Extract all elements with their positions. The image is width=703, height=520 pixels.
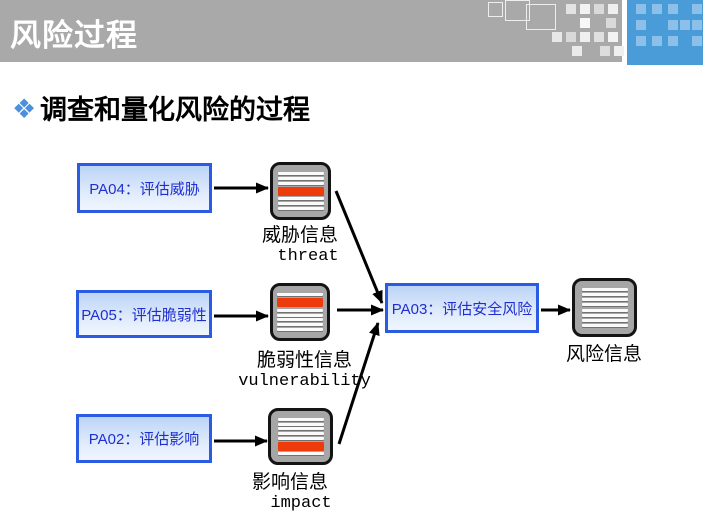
document-icon-risk — [572, 278, 637, 337]
doc-text-line — [277, 176, 324, 180]
doc-text-line — [581, 318, 628, 322]
document-label-risk: 风险信息 — [560, 343, 648, 365]
doc-text-line — [277, 181, 324, 185]
deco-square — [580, 4, 590, 14]
doc-text-line — [277, 452, 324, 456]
process-box-pa04: PA04：评估威胁 — [77, 163, 212, 213]
doc-text-line — [277, 197, 324, 201]
doc-text-line — [277, 318, 323, 322]
deco-square — [608, 4, 618, 14]
document-icon-impact — [268, 408, 333, 465]
deco-square-blue — [692, 20, 702, 30]
doc-text-line — [277, 427, 324, 431]
deco-square — [572, 46, 582, 56]
doc-text-line — [581, 293, 628, 297]
doc-highlight-line — [277, 186, 324, 196]
deco-outline-square — [526, 4, 556, 30]
deco-square — [600, 46, 610, 56]
process-box-pa02: PA02：评估影响 — [76, 414, 212, 463]
document-label-impact: 影响信息 impact — [215, 471, 365, 515]
deco-square-blue — [636, 4, 646, 14]
doc-text-line — [277, 308, 323, 312]
doc-text-line — [581, 323, 628, 327]
document-label-threat: 威胁信息 threat — [225, 224, 375, 268]
section-heading-text: 调查和量化风险的过程 — [40, 95, 310, 125]
doc-text-line — [581, 313, 628, 317]
deco-square-blue — [692, 4, 702, 14]
doc-text-line — [277, 171, 324, 175]
deco-outline-square — [505, 0, 530, 21]
banner-accent-block — [627, 0, 703, 65]
doc-text-line — [581, 298, 628, 302]
document-icon-vulnerability — [270, 283, 330, 341]
deco-square — [608, 32, 618, 42]
label-en: vulnerability — [238, 372, 371, 391]
deco-square — [580, 32, 590, 42]
doc-text-line — [581, 303, 628, 307]
doc-text-line — [277, 432, 324, 435]
doc-highlight-line — [277, 297, 323, 307]
deco-square-blue — [652, 4, 662, 14]
doc-text-line — [277, 422, 324, 426]
doc-text-line — [277, 417, 324, 421]
label-cn: 脆弱性信息 — [256, 349, 352, 371]
doc-text-line — [581, 308, 628, 312]
deco-square-blue — [668, 20, 678, 30]
process-box-pa03: PA03：评估安全风险 — [385, 283, 539, 333]
deco-square — [566, 4, 576, 14]
doc-text-line — [277, 202, 324, 206]
label-cn: 威胁信息 — [261, 224, 338, 246]
label-cn: 影响信息 — [251, 471, 328, 493]
doc-text-line — [277, 313, 323, 317]
deco-square — [552, 32, 562, 42]
deco-square-blue — [652, 36, 662, 46]
deco-square-blue — [668, 36, 678, 46]
deco-square — [614, 46, 624, 56]
deco-square-blue — [680, 20, 690, 30]
doc-text-line — [277, 328, 323, 332]
deco-square — [594, 4, 604, 14]
document-icon-threat — [270, 162, 331, 220]
document-label-vulnerability: 脆弱性信息 vulnerability — [222, 349, 387, 393]
deco-outline-square — [488, 2, 503, 17]
doc-text-line — [277, 207, 324, 211]
doc-highlight-line — [277, 441, 324, 451]
deco-square-blue — [636, 36, 646, 46]
doc-text-line — [277, 436, 324, 440]
deco-square-blue — [692, 36, 702, 46]
deco-square — [606, 18, 616, 28]
deco-square — [594, 32, 604, 42]
label-en: threat — [277, 247, 339, 266]
doc-text-line — [581, 288, 628, 292]
doc-text-line — [277, 323, 323, 327]
deco-square-blue — [636, 20, 646, 30]
title-banner: 风险过程 — [0, 0, 624, 62]
label-en: impact — [270, 494, 332, 513]
label-cn: 风险信息 — [565, 343, 642, 365]
diamond-bullet-icon: ❖ — [12, 94, 37, 124]
deco-square-blue — [668, 4, 678, 14]
slide-title: 风险过程 — [10, 18, 138, 53]
process-box-pa05: PA05：评估脆弱性 — [76, 290, 212, 338]
deco-square — [580, 18, 590, 28]
deco-square — [566, 32, 576, 42]
doc-text-line — [277, 292, 323, 296]
